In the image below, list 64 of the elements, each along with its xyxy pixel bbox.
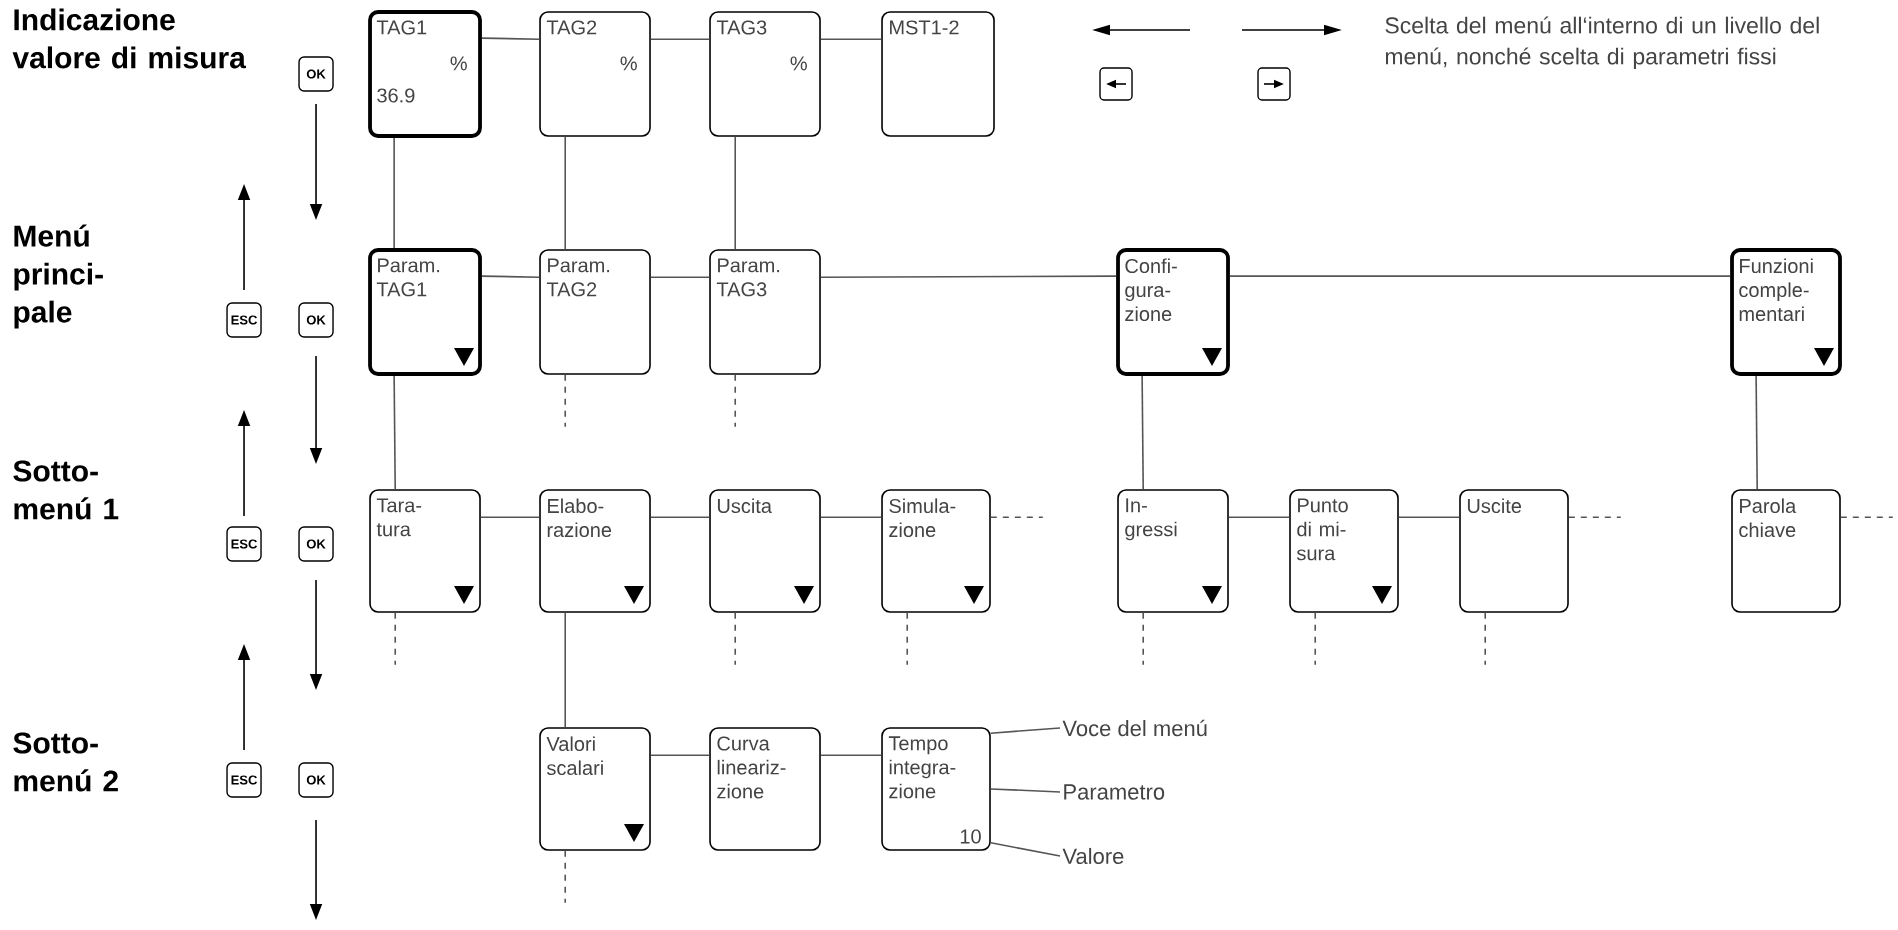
connector-line <box>734 136 736 250</box>
connector-line <box>650 754 710 756</box>
connector-line <box>564 136 566 250</box>
row-heading: Sotto- menú 1 <box>13 460 119 520</box>
leader-line <box>990 727 1061 734</box>
connector-line <box>1229 275 1731 277</box>
connector-line <box>650 516 710 518</box>
connector-line <box>1568 516 1622 518</box>
connector-line <box>820 754 882 756</box>
menu-box: Valori scalari <box>539 727 651 851</box>
connector-line <box>564 612 566 728</box>
connector-line <box>1398 516 1460 518</box>
connector-line <box>650 276 710 278</box>
connector-line <box>906 612 908 666</box>
menu-box: Param. TAG2 <box>539 249 651 375</box>
connector-line <box>820 38 882 40</box>
connector-line <box>481 275 541 278</box>
menu-box: TAG1 % 36.9 <box>368 10 482 138</box>
menu-box: Uscita <box>709 489 821 613</box>
leader-line <box>990 788 1061 793</box>
menu-box: Uscite <box>1459 489 1569 613</box>
menu-box: Elabo- razione <box>539 489 651 613</box>
callout-text: Valore <box>1062 847 1124 865</box>
connector-line <box>1228 516 1290 518</box>
connector-line <box>734 374 736 428</box>
connector-line <box>564 374 566 428</box>
menu-box: Punto di mi- sura <box>1289 489 1399 613</box>
row-heading: Indicazione valore di misura <box>12 8 246 69</box>
connector-line <box>481 37 541 40</box>
row-heading: Menú princi- pale <box>14 224 103 329</box>
callout-text: Parametro <box>1064 784 1165 800</box>
connector-line <box>1484 612 1486 666</box>
connector-line <box>650 38 710 40</box>
connector-line <box>734 612 736 666</box>
connector-line <box>393 137 395 249</box>
description-text: Scelta del menú all‘interno di un livello del menú, nonché scelta di parametri fissi <box>1385 16 1819 70</box>
connector-line <box>1142 612 1144 666</box>
menu-box: Param. TAG3 <box>709 249 821 375</box>
connector-line <box>480 516 541 518</box>
menu-box: Curva lineariz- zione <box>709 727 821 851</box>
connector-line <box>393 375 397 490</box>
connector-line <box>820 275 1117 278</box>
connector-line <box>990 516 1044 518</box>
connector-line <box>394 612 397 666</box>
menu-box: TAG2 % <box>539 11 651 137</box>
menu-box: Simula- zione <box>881 489 991 613</box>
connector-line <box>1314 612 1316 666</box>
menu-box: Param. TAG1 <box>368 248 482 376</box>
menu-box: MST1-2 <box>881 11 995 137</box>
callout-text: Voce del menú <box>1062 719 1207 737</box>
menu-box: Tara- tura <box>369 489 481 613</box>
connector-line <box>1141 375 1144 490</box>
connector-line <box>820 516 882 518</box>
menu-box: In- gressi <box>1117 489 1229 613</box>
menu-box: TAG3 % <box>709 11 821 137</box>
connector-line <box>564 850 566 904</box>
menu-box: Confi- gura- zione <box>1116 248 1230 376</box>
connector-line <box>1840 516 1894 518</box>
menu-box: Tempo integra- zione 10 <box>881 727 991 851</box>
row-heading: Sotto- menú 2 <box>13 732 118 792</box>
leader-line <box>990 842 1061 857</box>
menu-box: Parola chiave <box>1731 489 1841 613</box>
menu-box: Funzioni comple- mentari <box>1730 248 1842 376</box>
connector-line <box>1755 375 1758 490</box>
